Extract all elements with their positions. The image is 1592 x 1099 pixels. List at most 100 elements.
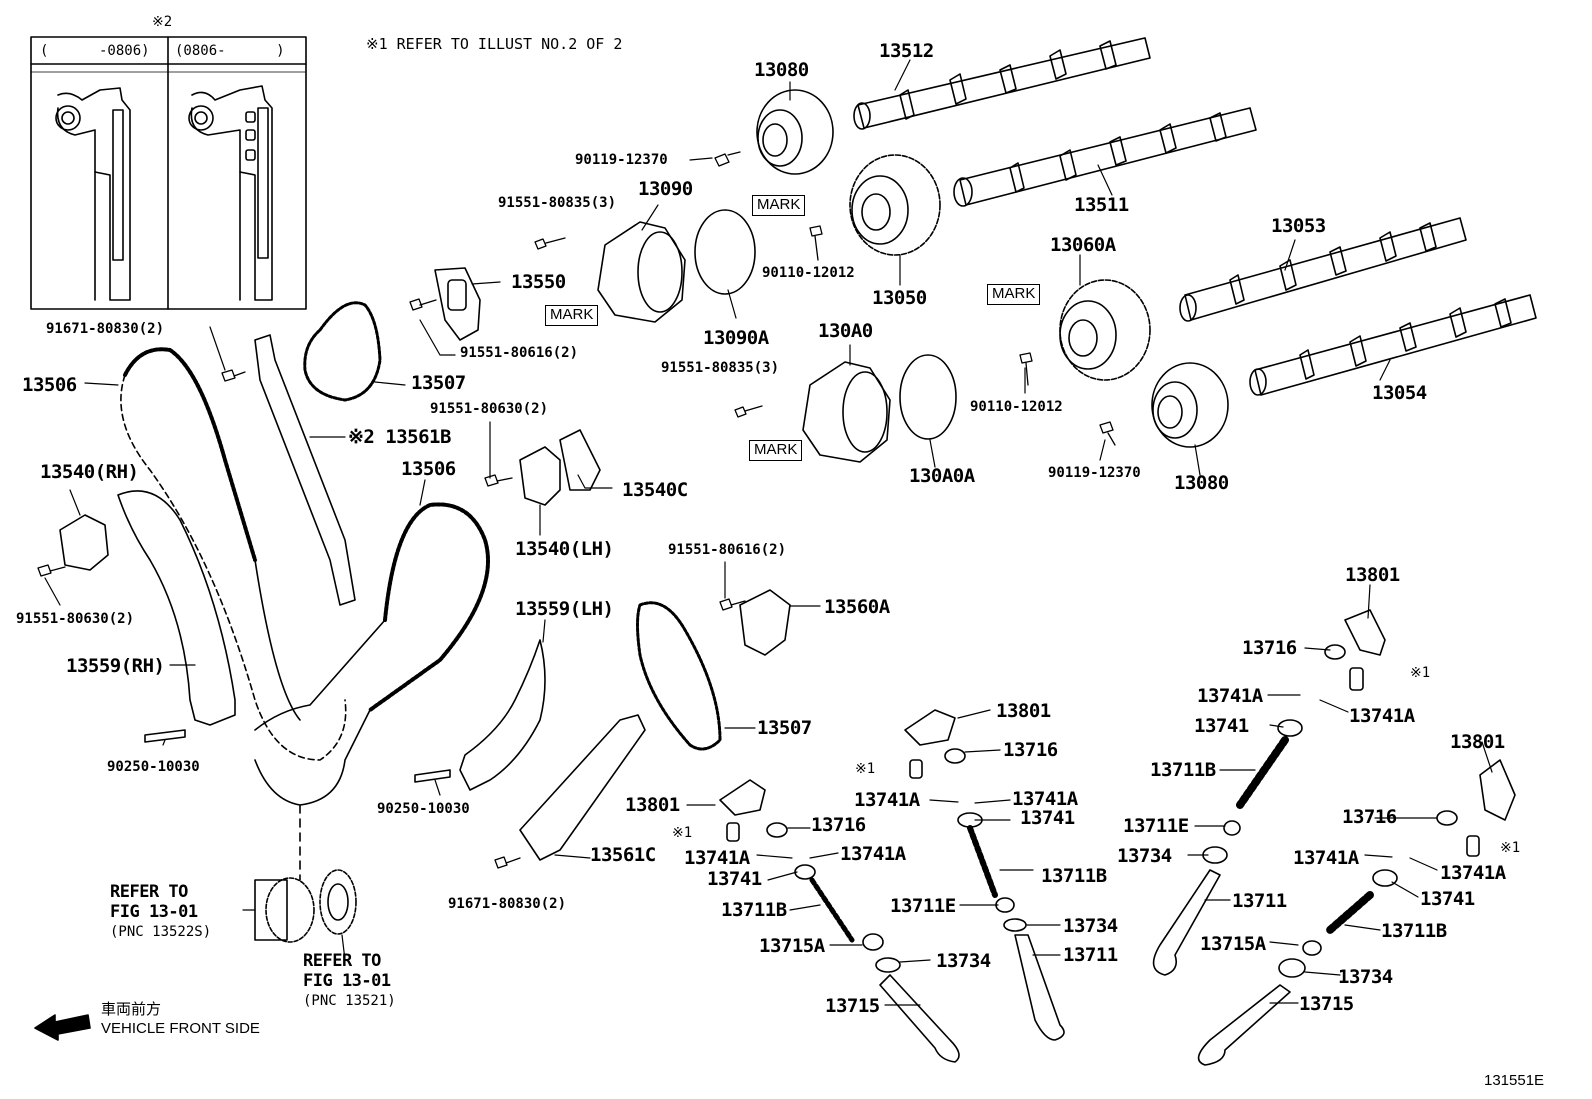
label-90119-top: 90119-12370 xyxy=(575,152,668,168)
mark-box-1: MARK xyxy=(752,195,806,216)
label-13540LH: 13540(LH) xyxy=(515,538,614,560)
refer-a-line2: FIG 13-01 xyxy=(110,902,198,922)
valve-train-left xyxy=(719,779,960,1063)
camshaft-13053 xyxy=(1179,217,1467,322)
label-13741A-r1b: 13741A xyxy=(1349,705,1415,727)
label-13741-left: 13741 xyxy=(707,868,762,890)
label-13716-r2: 13716 xyxy=(1342,806,1397,828)
label-91671-bottom: 91671-80830(2) xyxy=(448,896,567,912)
vvt-gear-13050 xyxy=(849,154,941,256)
vehicle-front-jp: 車両前方 xyxy=(101,1000,162,1018)
label-13506-mid: 13506 xyxy=(401,458,456,480)
vvt-gear-13060A xyxy=(1059,279,1151,381)
vvt-gear-13080-top xyxy=(756,89,834,175)
label-13716-left: 13716 xyxy=(811,814,866,836)
label-13507-mid: 13507 xyxy=(757,717,812,739)
camshaft-13511 xyxy=(953,107,1257,207)
label-13711B-mid: 13711B xyxy=(1041,865,1107,887)
label-13506-left: 13506 xyxy=(22,374,77,396)
label-13741A-mid-b: 13741A xyxy=(1012,788,1078,810)
label-x1-d: ※1 xyxy=(1500,840,1521,856)
bolts xyxy=(37,151,1116,869)
label-13561C: 13561C xyxy=(590,844,656,866)
label-13080-right: 13080 xyxy=(1174,472,1229,494)
figure-id: 131551E xyxy=(1484,1072,1545,1089)
label-x1-a: ※1 xyxy=(1410,665,1431,681)
label-91551-80835-top: 91551-80835(3) xyxy=(498,195,617,211)
o-ring-13090A xyxy=(694,209,756,295)
label-13090: 13090 xyxy=(638,178,693,200)
label-90110-top: 90110-12012 xyxy=(762,265,855,281)
refer-b-line2: FIG 13-01 xyxy=(303,971,391,991)
label-13801-r2: 13801 xyxy=(1450,731,1505,753)
label-91551-80630-mid: 91551-80630(2) xyxy=(430,401,549,417)
label-13507-top: 13507 xyxy=(411,372,466,394)
label-13715-r2: 13715 xyxy=(1299,993,1354,1015)
label-13053: 13053 xyxy=(1271,215,1326,237)
label-13741-r1: 13741 xyxy=(1194,715,1249,737)
pin-90250-left xyxy=(144,729,186,743)
label-13561B: ※2 13561B xyxy=(348,426,451,448)
refer-note-b: REFER TO FIG 13-01 (PNC 13521) xyxy=(303,951,396,1009)
refer-a-line3: (PNC 13522S) xyxy=(110,924,212,940)
crank-sprocket-a xyxy=(254,877,315,943)
refer-b-line1: REFER TO xyxy=(303,951,381,971)
label-13741A-left-a: 13741A xyxy=(684,847,750,869)
label-13559LH: 13559(LH) xyxy=(515,598,614,620)
label-x1-b: ※1 xyxy=(855,761,876,777)
label-13540C: 13540C xyxy=(622,479,688,501)
tensioner-arm-13559RH xyxy=(117,490,236,726)
vvt-gear-13080-right xyxy=(1151,362,1229,448)
label-13741A-mid-a: 13741A xyxy=(854,789,920,811)
label-130A0A: 130A0A xyxy=(909,465,975,487)
label-13050: 13050 xyxy=(872,287,927,309)
valve-train-right-upper xyxy=(1152,609,1386,976)
top-note: ※1 REFER TO ILLUST NO.2 OF 2 xyxy=(366,35,623,53)
refer-note-a: REFER TO FIG 13-01 (PNC 13522S) xyxy=(110,882,212,940)
label-13550: 13550 xyxy=(511,271,566,293)
pin-90250-mid xyxy=(414,769,451,783)
crank-sprocket-b xyxy=(319,869,357,935)
label-13711E-r1: 13711E xyxy=(1123,815,1189,837)
label-13734-mid: 13734 xyxy=(1063,915,1118,937)
tensioner-13540LH xyxy=(519,429,601,506)
label-13711B-r2: 13711B xyxy=(1381,920,1447,942)
label-13540RH: 13540(RH) xyxy=(40,461,139,483)
label-13715A-left: 13715A xyxy=(759,935,825,957)
label-13559RH: 13559(RH) xyxy=(66,655,165,677)
refer-b-line3: (PNC 13521) xyxy=(303,993,396,1009)
inset-col-right: (0806- ) xyxy=(175,43,285,59)
label-13711E-mid: 13711E xyxy=(890,895,956,917)
label-13801-left: 13801 xyxy=(625,794,680,816)
guide-13561B xyxy=(254,334,356,606)
label-13711-r1: 13711 xyxy=(1232,890,1287,912)
tensioner-13540RH xyxy=(59,514,109,571)
label-90119-right: 90119-12370 xyxy=(1048,465,1141,481)
vehicle-front-en: VEHICLE FRONT SIDE xyxy=(101,1020,260,1037)
label-13560A: 13560A xyxy=(824,596,890,618)
mark-box-4: MARK xyxy=(749,440,803,461)
label-13711-mid: 13711 xyxy=(1063,944,1118,966)
label-13511: 13511 xyxy=(1074,194,1129,216)
label-13512: 13512 xyxy=(879,40,934,62)
tensioner-13560A xyxy=(739,589,791,656)
inset-marker: ※2 xyxy=(152,14,173,30)
label-13741A-r2a: 13741A xyxy=(1293,847,1359,869)
leader-lines xyxy=(44,59,1493,1006)
label-13734-r2: 13734 xyxy=(1338,966,1393,988)
label-13741-r2: 13741 xyxy=(1420,888,1475,910)
label-91551-80835-mid: 91551-80835(3) xyxy=(661,360,780,376)
label-13801-mid: 13801 xyxy=(996,700,1051,722)
label-13801-r1: 13801 xyxy=(1345,564,1400,586)
label-x1-c: ※1 xyxy=(672,825,693,841)
label-13054: 13054 xyxy=(1372,382,1427,404)
tensioner-13550 xyxy=(434,267,481,341)
refer-a-line1: REFER TO xyxy=(110,882,188,902)
label-91551-80616-mid: 91551-80616(2) xyxy=(668,542,787,558)
chain-13507-top xyxy=(303,301,382,402)
label-13734-r1: 13734 xyxy=(1117,845,1172,867)
label-13080-top: 13080 xyxy=(754,59,809,81)
cover-130A0 xyxy=(802,361,891,463)
label-13716-r1: 13716 xyxy=(1242,637,1297,659)
o-ring-130A0A xyxy=(899,354,957,440)
